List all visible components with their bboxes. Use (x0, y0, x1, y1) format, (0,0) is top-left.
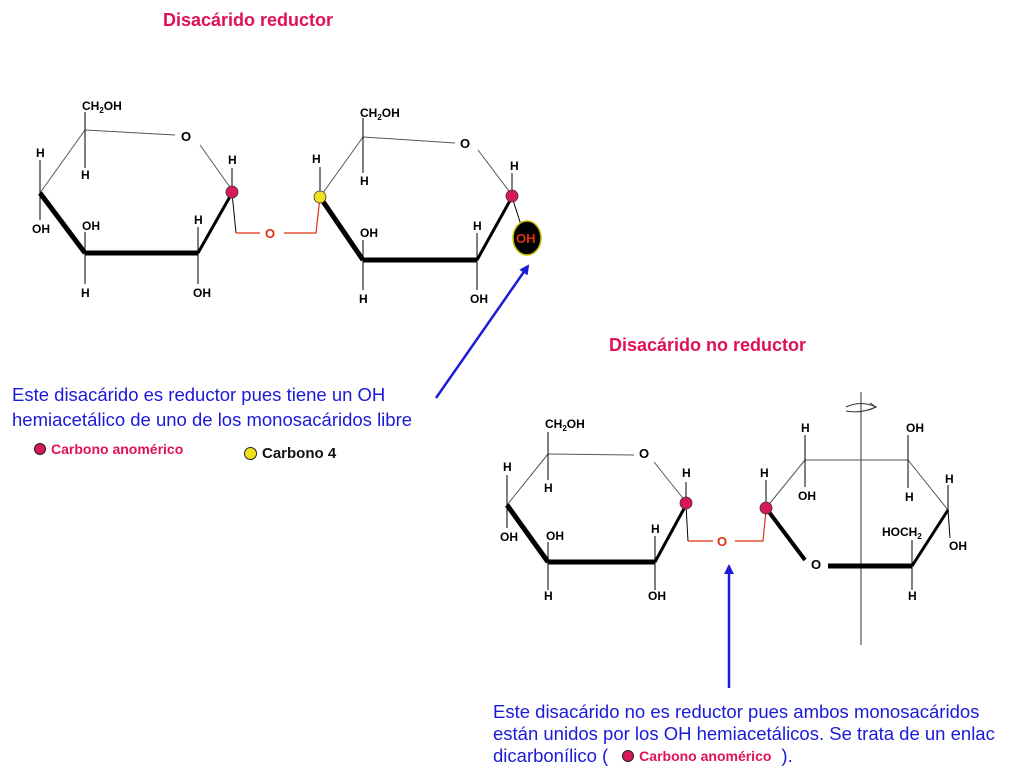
nr-ring1-c3-h-label: H (544, 589, 553, 603)
non-reducing-explanation-line-1: Este disacárido no es reductor pues ambo… (493, 701, 980, 722)
nr-ring2-c2-h-label: H (760, 466, 769, 480)
legend-carbon4-label: Carbono 4 (262, 445, 337, 462)
free-hemiacetal-oh-highlight (512, 220, 542, 256)
nr-ring1-c2-h-label: H (651, 522, 660, 536)
reducing-arrow (434, 264, 530, 399)
anomeric-dot-icon (34, 443, 46, 455)
ring1-oxygen-c1-bond (199, 144, 233, 191)
nr-line3-prefix: dicarbonílico ( (493, 745, 609, 766)
nr-ring1-c5-h-label: H (544, 481, 553, 495)
legend-anomeric-label: Carbono anomérico (51, 441, 184, 457)
nr-ring2-c3-h-label: H (801, 421, 810, 435)
non-reducing-glycosidic-bond: O (688, 509, 767, 549)
non-reducing-ring-2: H OH H OH H H HOCH2 OH O H (759, 392, 967, 645)
non-reducing-explanation-line-2: están unidos por los OH hemiacetálicos. … (493, 723, 995, 744)
reducing-title: Disacárido reductor (163, 10, 334, 30)
ring2-c5-c4-bond (319, 136, 364, 198)
nr-ring2-c6-down (947, 509, 951, 539)
nr-ring2-oxygen-label: O (811, 557, 821, 572)
ring2-c2-h-label: H (473, 219, 482, 233)
ring2-c4-h-label: H (312, 152, 321, 166)
glycosidic-bond-right (284, 196, 321, 234)
anomeric-carbon-dot-ring2 (505, 189, 519, 203)
nr-anomeric-carbon-dot-1 (679, 496, 693, 510)
ring2-c3-oh-label: OH (360, 226, 378, 240)
nr-ring1-c4-oh-label: OH (500, 530, 518, 544)
ring1-c5-h-label: H (81, 168, 90, 182)
nr-anomeric-carbon-dot-2 (759, 501, 773, 515)
reducing-ring-1: CH2OH O H H OH OH H H OH H (32, 99, 239, 300)
ring2-ch2oh-label: CH2OH (360, 106, 400, 122)
ring1-c4-c3-bond (38, 191, 87, 255)
nr-ring2-c6-oh-label: OH (949, 539, 967, 553)
reducing-glycosidic-bond: O (236, 196, 321, 241)
ring1-c2-h-label: H (194, 213, 203, 227)
rotation-arrowhead-icon (868, 402, 878, 411)
non-reducing-explanation-line-3: dicarbonílico ( Carbono anomérico ). (493, 745, 793, 767)
ring1-c2-c1-bond (196, 192, 234, 254)
nr-ring2-left-bond (765, 459, 806, 509)
ring2-c2-oh-label: OH (470, 292, 488, 306)
nr-ring1-oxygen-label: O (639, 446, 649, 461)
ring1-oxygen-label: O (181, 129, 191, 144)
nr-ring2-right-bond (907, 459, 949, 511)
nr-ring1-top-bond (547, 453, 635, 456)
nr-ring2-c4-oh-label: OH (906, 421, 924, 435)
ring2-c5-h-label: H (360, 174, 369, 188)
ring1-c2-oh-label: OH (193, 286, 211, 300)
reducing-explanation-line-1: Este disacárido es reductor pues tiene u… (12, 384, 386, 405)
ring2-c3-h-label: H (359, 292, 368, 306)
non-reducing-title: Disacárido no reductor (609, 335, 807, 355)
ring2-oxygen-c1-bond (477, 149, 513, 196)
ring2-c1-h-label: H (510, 159, 519, 173)
ring1-c4-h-label: H (36, 146, 45, 160)
nr-ring2-c5-c6-bond (910, 509, 950, 567)
nr-ring1-c4-c3-bond (504, 503, 551, 564)
nr-line3-suffix: ). (781, 745, 793, 766)
free-hemiacetal-oh-label: OH (516, 231, 536, 246)
nr-ring1-c2-oh-label: OH (648, 589, 666, 603)
legend-anomeric-carbon: Carbono anomérico (34, 441, 183, 457)
ring1-c1-h-label: H (228, 153, 237, 167)
ring2-oxygen-label: O (460, 136, 470, 151)
ring1-c1-down (231, 192, 237, 234)
nr-glycosidic-oxygen-label: O (717, 534, 727, 549)
nr-glycosidic-bond-right (735, 509, 767, 542)
ring1-c3-h-label: H (81, 286, 90, 300)
nr-ring2-hoch2-label: HOCH2 (882, 525, 922, 541)
nr-ring1-c3-oh-label: OH (546, 529, 564, 543)
nr-ring1-c2-c1-bond (653, 504, 688, 563)
nr-inline-anomeric-dot-icon (622, 750, 635, 762)
nr-ring2-c2-o-bond (764, 506, 807, 562)
reducing-ring-2: CH2OH O H H OH H H OH H OH (312, 106, 542, 306)
glycosidic-oxygen-label: O (265, 226, 275, 241)
nr-ring1-c1-down (685, 504, 689, 542)
nr-ring1-oxygen-c1-bond (653, 461, 687, 503)
nr-ring2-c6-h-label: H (945, 472, 954, 486)
ring2-c2-c1-bond (475, 196, 514, 261)
carbon-4-dot (313, 190, 327, 204)
reducing-explanation-line-2: hemiacetálico de uno de los monosacárido… (12, 409, 413, 430)
non-reducing-ring-1: CH2OH O H H OH OH H H OH H (500, 417, 693, 603)
ring1-c5-c4-bond (39, 129, 86, 194)
ring2-top-bond (362, 136, 456, 144)
nr-ring2-c5-h-label: H (908, 589, 917, 603)
ring1-c4-oh-label: OH (32, 222, 50, 236)
nr-ring1-c1-h-label: H (682, 466, 691, 480)
anomeric-carbon-dot (225, 185, 239, 199)
nr-inline-anomeric-label: Carbono anomérico (639, 748, 772, 764)
ring1-top-bond (84, 129, 176, 136)
legend-carbon-4: Carbono 4 (244, 445, 336, 462)
nr-ring2-c3-oh-label: OH (798, 489, 816, 503)
nr-ring1-c4-h-label: H (503, 460, 512, 474)
ring1-c3-oh-label: OH (82, 219, 100, 233)
nr-ring2-c4-h-label: H (905, 490, 914, 504)
nr-ring1-c5-c4-bond (506, 453, 549, 506)
ring1-ch2oh-label: CH2OH (82, 99, 122, 115)
carbon4-dot-icon (244, 447, 257, 460)
ring2-c4-c3-bond (317, 195, 366, 262)
nr-ring1-ch2oh-label: CH2OH (545, 417, 585, 433)
